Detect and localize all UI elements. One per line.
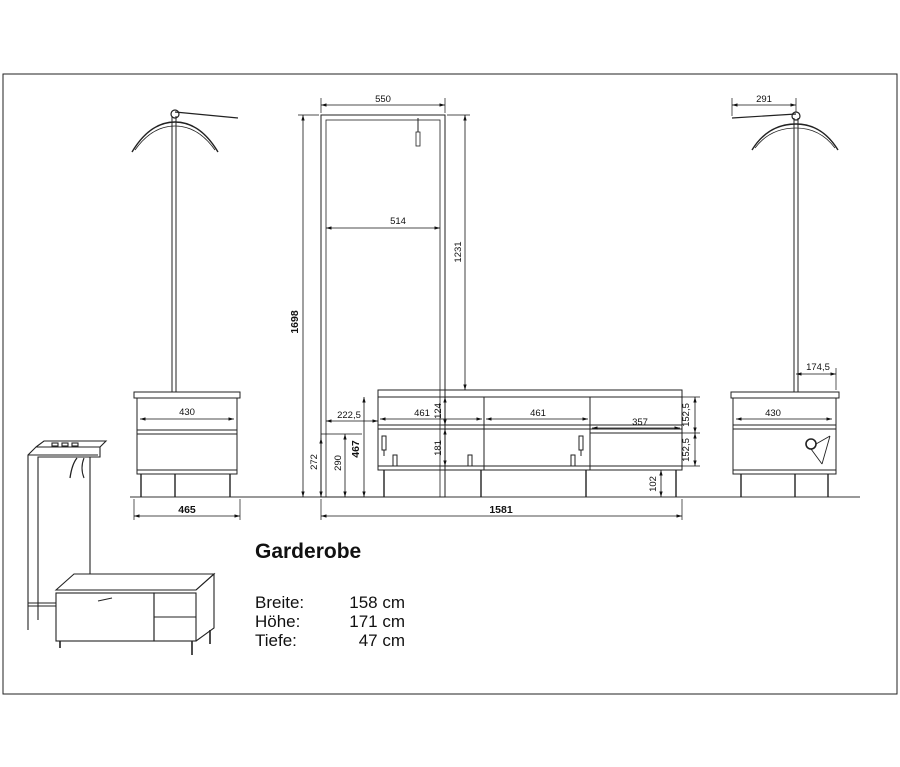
dim-290: 290 xyxy=(333,455,344,471)
dim-front-inner-width: 514 xyxy=(390,216,406,227)
dim-right-top: 291 xyxy=(756,94,772,105)
spec-value-height: 171 cm xyxy=(349,612,405,631)
dim-left-depth: 465 xyxy=(178,504,196,516)
dim-total-width: 1581 xyxy=(489,504,513,516)
dim-right-inner: 430 xyxy=(765,408,781,419)
dim-272: 272 xyxy=(309,454,320,470)
dim-comp-2: 461 xyxy=(530,408,546,419)
dim-front-frame-width: 550 xyxy=(375,94,391,105)
perspective-illustration xyxy=(27,440,216,655)
dim-foot-height: 102 xyxy=(648,476,659,492)
dim-right-offset: 174,5 xyxy=(806,362,830,373)
dim-right-upper: 152,5 xyxy=(681,403,692,427)
dim-total-height: 1698 xyxy=(289,310,301,334)
dim-frame-height: 1231 xyxy=(453,241,464,262)
spec-label-height: Höhe: xyxy=(255,612,300,631)
dim-comp-1: 461 xyxy=(414,408,430,419)
dim-bench-height: 467 xyxy=(350,440,362,458)
right-side-view xyxy=(730,111,840,497)
dim-right-lower: 152,5 xyxy=(681,438,692,462)
spec-label-width: Breite: xyxy=(255,593,304,612)
drawing-border xyxy=(2,73,898,695)
dim-top-gap: 124 xyxy=(433,403,444,419)
dim-frame-offset: 222,5 xyxy=(337,410,361,421)
spec-value-width: 158 cm xyxy=(349,593,405,612)
dim-comp-3: 357 xyxy=(632,417,648,428)
front-view xyxy=(320,114,683,498)
spec-value-depth: 47 cm xyxy=(359,631,405,650)
dim-lower-height: 181 xyxy=(433,440,444,456)
drawing-title: Garderobe xyxy=(255,540,361,563)
dim-left-inner: 430 xyxy=(179,407,195,418)
left-side-view xyxy=(131,109,241,497)
spec-list: Breite: 158 cm Höhe: 171 cm Tiefe: 47 cm xyxy=(255,593,405,650)
spec-label-depth: Tiefe: xyxy=(255,631,297,650)
